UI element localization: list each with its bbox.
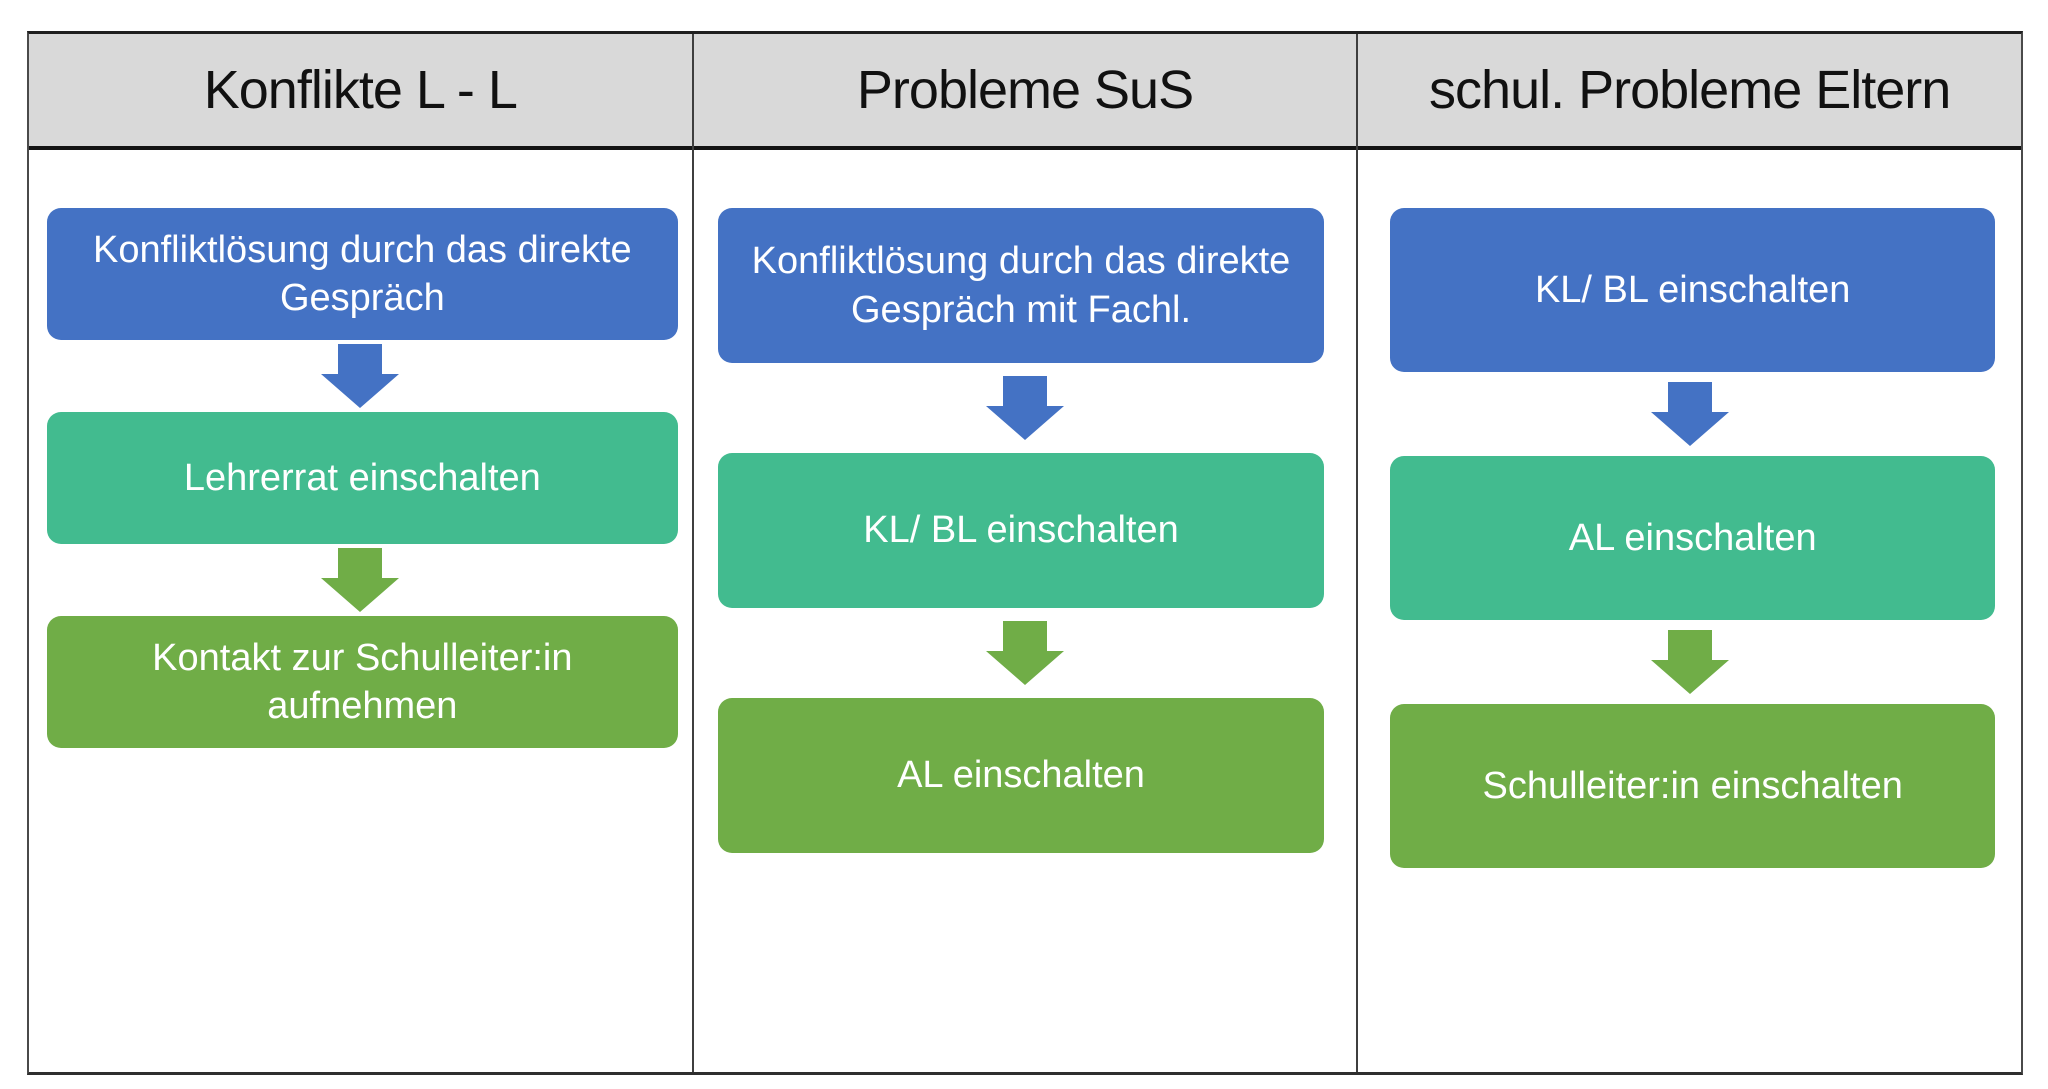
flow-step-box: KL/ BL einschalten: [1390, 208, 1996, 372]
flow-step-box: Kontakt zur Schulleiter:in aufnehmen: [47, 616, 678, 748]
arrow-gap: [694, 363, 1357, 453]
arrow-gap: [1358, 620, 2021, 704]
down-arrow-icon: [321, 548, 400, 612]
column-header-label: Probleme SuS: [856, 60, 1194, 120]
column-header-label: schul. Probleme Eltern: [1429, 60, 1951, 120]
arrow-gap: [694, 608, 1357, 698]
column-header: Probleme SuS: [693, 34, 1357, 150]
column-header-label: Konflikte L - L: [203, 60, 518, 120]
arrow-gap: [29, 340, 692, 412]
column-body: Konfliktlösung durch das direkte Gespräc…: [29, 150, 692, 1072]
column-schul-probleme-eltern: schul. Probleme Eltern KL/ BL einschalte…: [1356, 34, 2022, 1072]
flow-step-label: AL einschalten: [897, 754, 1145, 797]
down-arrow-icon: [1650, 382, 1729, 446]
flow-step-label: Lehrerrat einschalten: [183, 456, 541, 499]
down-arrow-icon: [1650, 630, 1729, 694]
flow-step-label: Kontakt zur Schulleiter:in aufnehmen: [152, 636, 573, 727]
arrow-gap: [1358, 372, 2021, 456]
flow-step-box: AL einschalten: [1390, 456, 1996, 620]
flow-step-box: Konfliktlösung durch das direkte Gespräc…: [717, 208, 1325, 363]
column-body: Konfliktlösung durch das direkte Gespräc…: [694, 150, 1357, 1072]
column-konflikte-l-l: Konflikte L - L Konfliktlösung durch das…: [29, 34, 692, 1072]
flow-step-label: Schulleiter:in einschalten: [1482, 764, 1903, 807]
flow-step-label: KL/ BL einschalten: [1534, 268, 1851, 311]
column-body: KL/ BL einschalten AL einschalten Schull…: [1358, 150, 2021, 1072]
flow-step-label: Konfliktlösung durch das direkte Gespräc…: [751, 240, 1291, 331]
flow-step-label: Konfliktlösung durch das direkte Gespräc…: [93, 228, 632, 319]
flow-step-box: KL/ BL einschalten: [717, 453, 1325, 608]
flow-step-box: Konfliktlösung durch das direkte Gespräc…: [47, 208, 678, 340]
column-header: Konflikte L - L: [29, 34, 692, 150]
flow-step-label: AL einschalten: [1568, 516, 1817, 559]
arrow-gap: [29, 544, 692, 616]
column-header: schul. Probleme Eltern: [1358, 34, 2022, 150]
down-arrow-icon: [986, 376, 1064, 440]
flow-step-box: Lehrerrat einschalten: [47, 412, 678, 544]
flow-step-label: KL/ BL einschalten: [863, 509, 1179, 552]
column-probleme-sus: Probleme SuS Konfliktlösung durch das di…: [691, 34, 1357, 1072]
down-arrow-icon: [986, 621, 1064, 685]
down-arrow-icon: [321, 344, 400, 408]
flow-step-box: AL einschalten: [717, 698, 1325, 853]
flow-step-box: Schulleiter:in einschalten: [1390, 704, 1996, 868]
flowchart-table: Konflikte L - L Konfliktlösung durch das…: [27, 31, 2023, 1075]
